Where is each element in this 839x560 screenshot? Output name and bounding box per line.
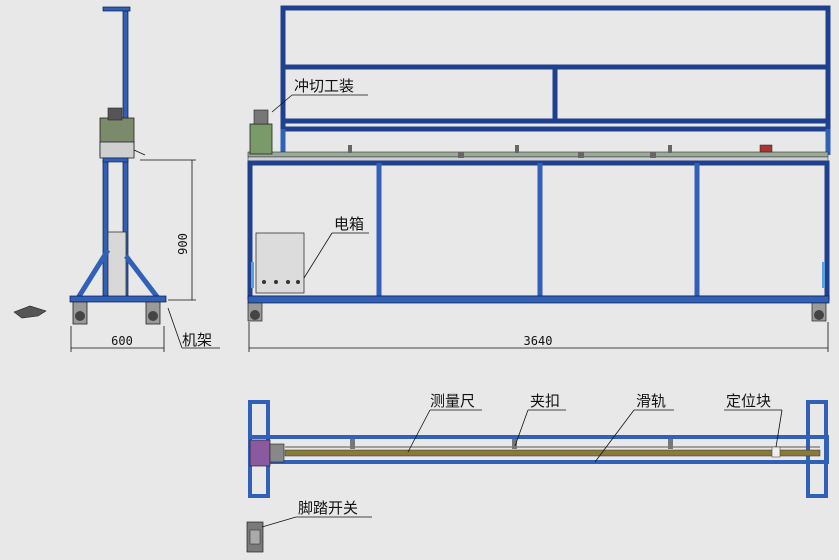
dimension-width-label: 600 bbox=[111, 334, 133, 348]
electric-box-label: 电箱 bbox=[334, 215, 364, 233]
frame-leader-line bbox=[167, 307, 183, 349]
dimension-height-label: 900 bbox=[176, 233, 190, 255]
dimension-length-label: 3640 bbox=[524, 334, 553, 348]
slide-rail-leader-line bbox=[594, 409, 635, 463]
frame-label: 机架 bbox=[182, 331, 212, 349]
slide-rail-label: 滑轨 bbox=[636, 392, 666, 410]
side-view bbox=[69, 6, 196, 352]
clamp-label: 夹扣 bbox=[530, 392, 560, 410]
punch-unit-label: 冲切工装 bbox=[294, 77, 354, 95]
electric-box-leader-line bbox=[303, 232, 333, 279]
measuring-ruler-leader-line bbox=[407, 409, 431, 453]
clamp-leader-line bbox=[514, 409, 529, 447]
punch-unit-leader-line bbox=[271, 94, 293, 113]
positioning-block-leader-line bbox=[775, 409, 783, 448]
top-view bbox=[246, 400, 829, 553]
measuring-ruler-label: 测量尺 bbox=[430, 392, 475, 410]
front-view bbox=[247, 5, 831, 352]
foot-switch-label: 脚踏开关 bbox=[298, 499, 358, 517]
positioning-block-label: 定位块 bbox=[726, 392, 771, 410]
foot-switch-leader-line bbox=[261, 516, 297, 528]
small-part-icon bbox=[13, 305, 47, 319]
